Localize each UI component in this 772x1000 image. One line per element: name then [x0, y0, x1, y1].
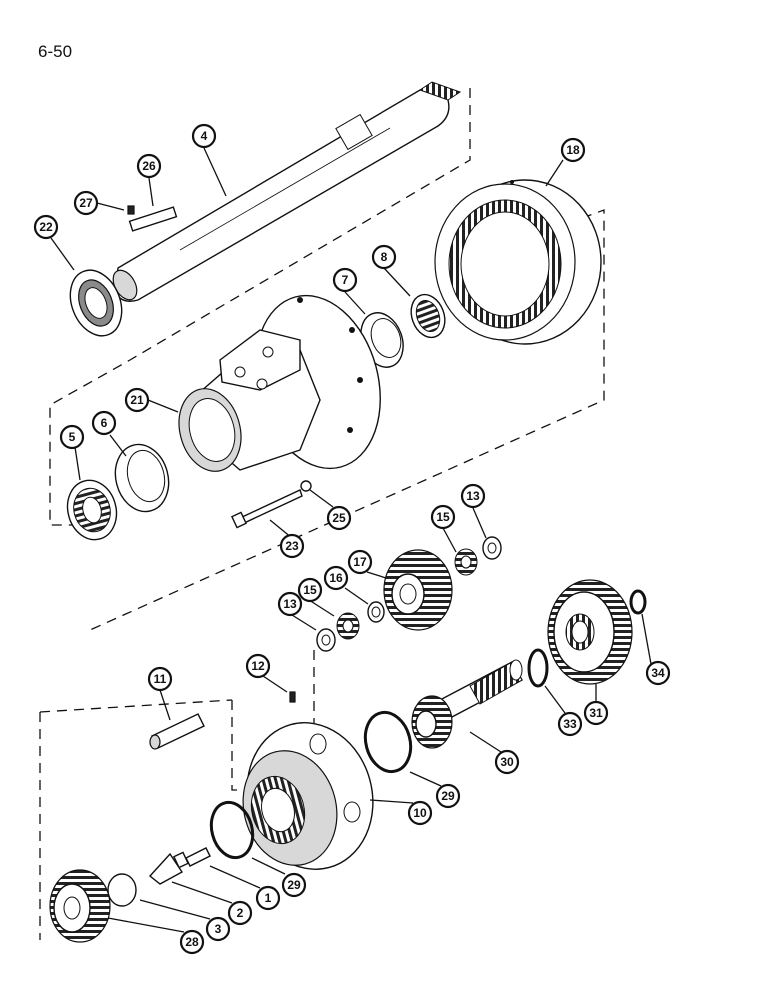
- planet-carrier-housing: [178, 294, 381, 472]
- callout-34: 34: [645, 660, 671, 686]
- snap-ring-upper: [363, 710, 413, 774]
- callout-10: 10: [407, 800, 433, 826]
- callout-8: 8: [371, 244, 397, 270]
- callout-15: 15: [297, 577, 323, 603]
- callout-label: 22: [39, 220, 53, 234]
- shaft-key: [128, 206, 178, 232]
- callout-label: 10: [413, 806, 427, 820]
- callout-label: 13: [283, 597, 297, 611]
- needle-bearing-15-upper: [454, 548, 478, 576]
- callout-label: 18: [566, 143, 580, 157]
- callout-23: 23: [279, 533, 305, 559]
- snap-ring-lower: [209, 800, 255, 860]
- thrust-washer-13-upper: [482, 536, 502, 560]
- callout-label: 25: [332, 511, 346, 525]
- callout-label: 12: [251, 659, 265, 673]
- callout-4: 4: [191, 123, 217, 149]
- callout-29: 29: [281, 872, 307, 898]
- callout-27: 27: [73, 190, 99, 216]
- bolt: [231, 489, 303, 529]
- spacer-16: [367, 601, 385, 623]
- callout-15: 15: [430, 504, 456, 530]
- callout-28: 28: [179, 929, 205, 955]
- callout-label: 29: [441, 789, 455, 803]
- callout-label: 2: [237, 906, 244, 920]
- callout-label: 34: [651, 666, 665, 680]
- planet-pinion-gear: [383, 549, 453, 631]
- callout-13: 13: [277, 591, 303, 617]
- bearing-cone-5: [66, 479, 118, 541]
- sun-gear-shaft: [411, 659, 523, 749]
- callout-label: 16: [329, 571, 343, 585]
- callout-16: 16: [323, 565, 349, 591]
- callout-label: 21: [130, 393, 144, 407]
- leader-lines: [50, 147, 652, 933]
- callout-label: 23: [285, 539, 299, 553]
- planet-pin: [149, 713, 205, 750]
- bearing-cone-8: [410, 293, 446, 339]
- callout-18: 18: [560, 137, 586, 163]
- callout-5: 5: [59, 424, 85, 450]
- thrust-washer-13-lower: [316, 628, 336, 652]
- callout-22: 22: [33, 214, 59, 240]
- callout-21: 21: [124, 387, 150, 413]
- needle-bearing-15-lower: [336, 612, 360, 640]
- lock-plate: [148, 852, 184, 885]
- callout-3: 3: [205, 916, 231, 942]
- callout-label: 4: [201, 129, 208, 143]
- snap-ring-33: [527, 648, 549, 688]
- snap-ring-34: [629, 589, 647, 615]
- callout-label: 15: [303, 583, 317, 597]
- sun-gear-31: [547, 579, 633, 685]
- roll-pin: [289, 691, 296, 703]
- washer-25: [300, 480, 312, 492]
- oil-seal: [69, 269, 123, 337]
- callout-label: 6: [101, 416, 108, 430]
- page-number: 6-50: [38, 42, 73, 61]
- thrust-washer-3: [107, 873, 137, 907]
- callout-label: 7: [342, 273, 349, 287]
- planet-carrier: [242, 722, 374, 870]
- callout-26: 26: [136, 153, 162, 179]
- callout-11: 11: [147, 666, 173, 692]
- callout-6: 6: [91, 410, 117, 436]
- callout-label: 8: [381, 250, 388, 264]
- callout-label: 26: [142, 159, 156, 173]
- callout-label: 28: [185, 935, 199, 949]
- callout-label: 17: [353, 555, 367, 569]
- ring-gear: [434, 179, 602, 345]
- callout-label: 33: [563, 717, 577, 731]
- callout-label: 31: [589, 706, 603, 720]
- callout-12: 12: [245, 653, 271, 679]
- callout-label: 3: [215, 922, 222, 936]
- callout-label: 27: [79, 196, 93, 210]
- callout-30: 30: [494, 749, 520, 775]
- callout-label: 11: [154, 672, 167, 686]
- cap-screw: [173, 847, 211, 869]
- callout-29: 29: [435, 783, 461, 809]
- callout-label: 5: [69, 430, 76, 444]
- callout-31: 31: [583, 700, 609, 726]
- callout-label: 29: [287, 878, 301, 892]
- callout-17: 17: [347, 549, 373, 575]
- bearing-cup-6: [114, 443, 170, 513]
- small-pin: [127, 205, 135, 215]
- callout-label: 1: [265, 891, 272, 905]
- callout-33: 33: [557, 711, 583, 737]
- output-shaft: [112, 81, 462, 302]
- callout-25: 25: [326, 505, 352, 531]
- gear-28: [49, 869, 111, 943]
- callout-7: 7: [332, 267, 358, 293]
- callout-2: 2: [227, 900, 253, 926]
- callout-label: 15: [436, 510, 450, 524]
- callout-label: 30: [500, 755, 514, 769]
- callout-label: 13: [466, 489, 480, 503]
- callout-1: 1: [255, 885, 281, 911]
- callout-13: 13: [460, 483, 486, 509]
